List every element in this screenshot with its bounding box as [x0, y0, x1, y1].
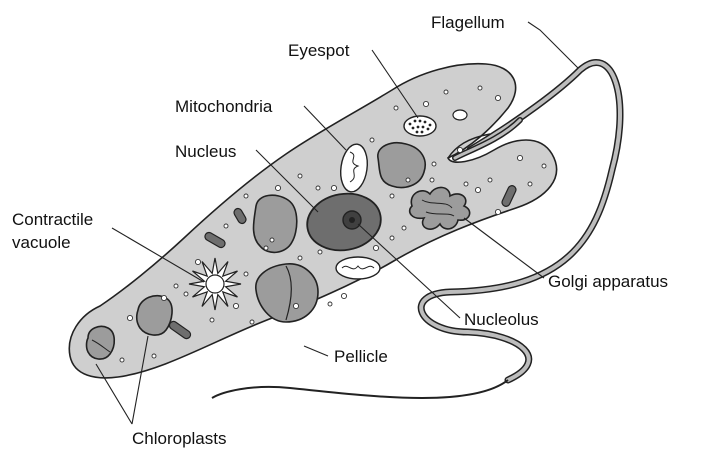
granule — [244, 272, 248, 276]
label-contractile-vacuole-2: vacuole — [12, 233, 71, 252]
granule — [298, 174, 302, 178]
granule — [224, 224, 228, 228]
granule — [517, 155, 522, 160]
leader-pellicle — [304, 346, 328, 356]
granule — [195, 259, 200, 264]
eyespot — [404, 116, 436, 136]
granule — [432, 162, 436, 166]
label-pellicle: Pellicle — [334, 347, 388, 366]
granule — [233, 303, 238, 308]
granule — [495, 209, 500, 214]
granule — [250, 320, 254, 324]
granule — [430, 178, 434, 182]
granule — [318, 250, 322, 254]
granule — [475, 187, 480, 192]
granule — [528, 182, 532, 186]
label-golgi-apparatus: Golgi apparatus — [548, 272, 668, 291]
granule — [370, 138, 374, 142]
label-chloroplasts: Chloroplasts — [132, 429, 227, 448]
granule — [127, 315, 132, 320]
label-contractile-vacuole-1: Contractile — [12, 210, 93, 229]
granule — [270, 238, 274, 242]
granule — [184, 292, 188, 296]
granule — [542, 164, 546, 168]
label-flagellum: Flagellum — [431, 13, 505, 32]
granule — [264, 246, 268, 250]
granule — [331, 185, 336, 190]
label-nucleolus: Nucleolus — [464, 310, 539, 329]
granule — [394, 106, 398, 110]
granule — [373, 245, 378, 250]
chloroplast-upper — [378, 143, 425, 188]
granule — [341, 293, 346, 298]
label-eyespot: Eyespot — [288, 41, 350, 60]
chloroplast-center-upper — [254, 195, 297, 252]
granule — [390, 194, 394, 198]
granule — [495, 95, 500, 100]
granule — [444, 90, 448, 94]
granule — [161, 295, 166, 300]
chloroplast-posterior-1 — [137, 296, 172, 335]
vesicle — [453, 110, 467, 120]
granule — [275, 185, 280, 190]
granule — [298, 256, 302, 260]
granule — [293, 303, 298, 308]
flagellum-tail — [212, 380, 508, 398]
granule — [402, 226, 406, 230]
granule — [464, 182, 468, 186]
granule — [152, 354, 156, 358]
chloroplast-posterior-2 — [87, 326, 115, 359]
granule — [406, 178, 410, 182]
granule — [478, 86, 482, 90]
granule — [120, 358, 124, 362]
granule — [316, 186, 320, 190]
leader-flagellum — [528, 22, 578, 68]
granule — [244, 194, 248, 198]
granule — [488, 178, 492, 182]
leader-golgi — [464, 218, 544, 278]
granule — [174, 284, 178, 288]
granule — [390, 236, 394, 240]
granule — [328, 302, 332, 306]
granule — [210, 318, 214, 322]
granule — [457, 147, 462, 152]
granule — [423, 101, 428, 106]
label-mitochondria: Mitochondria — [175, 97, 273, 116]
label-nucleus: Nucleus — [175, 142, 236, 161]
